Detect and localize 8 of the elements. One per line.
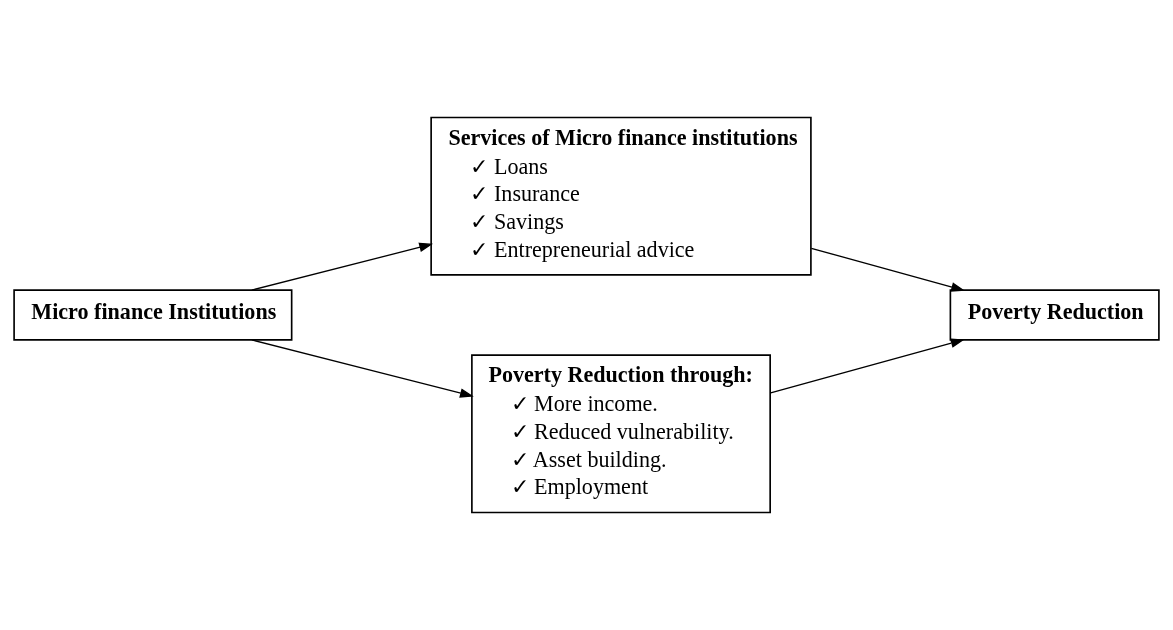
arrow [770, 338, 965, 394]
node-box: Micro finance Institutions [13, 289, 293, 341]
arrow [810, 247, 965, 292]
node-box: Services of Micro finance institutions ✓ Loans ✓ Insurance ✓ Savings ✓ Entrepreneurial advice [430, 116, 812, 276]
node-box: Poverty Reduction [949, 289, 1160, 341]
arrow [251, 242, 434, 291]
arrow [251, 339, 474, 398]
node-box: Poverty Reduction through: ✓ More income. ✓ Reduced vulnerability. ✓ Asset building. ✓ Employment [471, 354, 771, 514]
